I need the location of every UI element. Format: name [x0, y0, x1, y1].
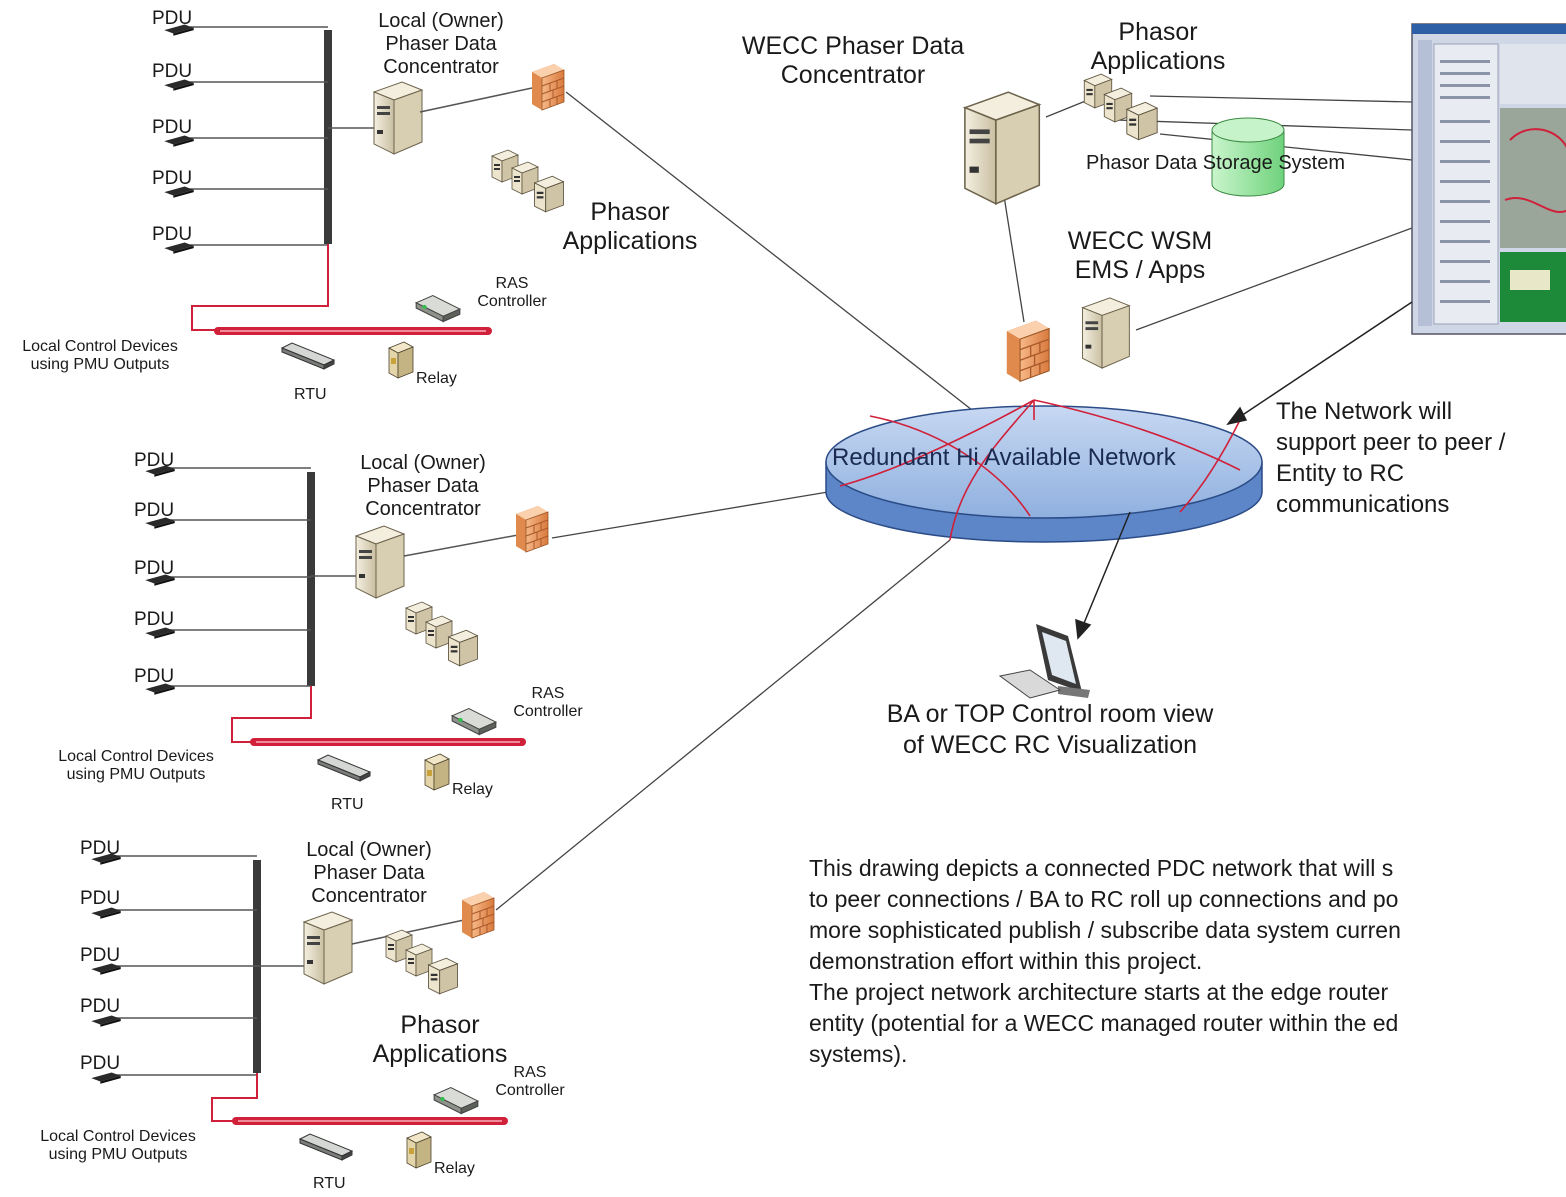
- rtu-label: RTU: [331, 796, 364, 813]
- pdu-label: PDU: [80, 945, 121, 966]
- rtu-icon: [299, 1133, 353, 1161]
- pdu-label: PDU: [80, 1053, 121, 1074]
- phasor-apps-icon: [405, 601, 479, 667]
- pdu-label: PDU: [152, 168, 193, 189]
- pdu-label: PDU: [80, 888, 121, 909]
- pdu-links-1: [190, 26, 380, 246]
- pdu-label: PDU: [152, 8, 193, 29]
- relay-icon: [424, 753, 450, 791]
- substation-block-3: [91, 853, 508, 1169]
- rtu-label: RTU: [313, 1175, 346, 1192]
- local-pdc-server-icon: [355, 525, 405, 599]
- rtu-label: RTU: [294, 386, 327, 403]
- firewall-icon: [515, 505, 549, 553]
- rtu-icon: [317, 754, 371, 782]
- redundant-network: [825, 399, 1263, 543]
- firewall-icon: [531, 63, 565, 111]
- relay-label: Relay: [416, 370, 457, 387]
- pdu-label: PDU: [152, 224, 193, 245]
- pdu-label: PDU: [134, 609, 175, 630]
- relay-label: Relay: [452, 781, 493, 798]
- wan-links: [495, 91, 1413, 911]
- rtu-icon: [281, 342, 335, 370]
- local-pdc-server-icon: [303, 911, 353, 985]
- pdu-label: PDU: [134, 500, 175, 521]
- network-label: Redundant Hi Available Network: [832, 444, 1176, 471]
- pdu-label: PDU: [134, 666, 175, 687]
- phasor-apps-icon: [385, 929, 459, 995]
- description-text: This drawing depicts a connected PDC net…: [809, 855, 1401, 1067]
- pdu-label: PDU: [80, 996, 121, 1017]
- relay-icon: [388, 341, 414, 379]
- substation-block-1: [164, 24, 565, 379]
- wecc-pdc-server-icon: [963, 91, 1041, 205]
- local-pdc-server-icon: [373, 81, 423, 155]
- workstation-icon: [998, 624, 1090, 699]
- pdu-label: PDU: [134, 558, 175, 579]
- wecc-firewall-icon: [1006, 319, 1050, 383]
- relay-label: Relay: [434, 1160, 475, 1177]
- visualization-screen-thumbnail: [1411, 23, 1566, 335]
- ras-controller-icon: [415, 294, 461, 323]
- arrows: [1075, 301, 1413, 640]
- ras-controller-icon: [451, 707, 497, 736]
- firewall-icon: [461, 891, 495, 939]
- pdu-label: PDU: [152, 61, 193, 82]
- wsm-ems-server-icon: [1081, 297, 1130, 369]
- storage-label: Phasor Data Storage System: [1086, 152, 1346, 174]
- substation-block-2: [145, 465, 549, 791]
- pdu-label: PDU: [134, 450, 175, 471]
- ras-controller-icon: [433, 1086, 479, 1115]
- storage-cylinder-icon: [1211, 117, 1285, 197]
- pdu-label: PDU: [152, 117, 193, 138]
- relay-icon: [406, 1131, 432, 1169]
- wecc-phasor-apps-icon: [1083, 73, 1158, 141]
- pdu-label: PDU: [80, 838, 121, 859]
